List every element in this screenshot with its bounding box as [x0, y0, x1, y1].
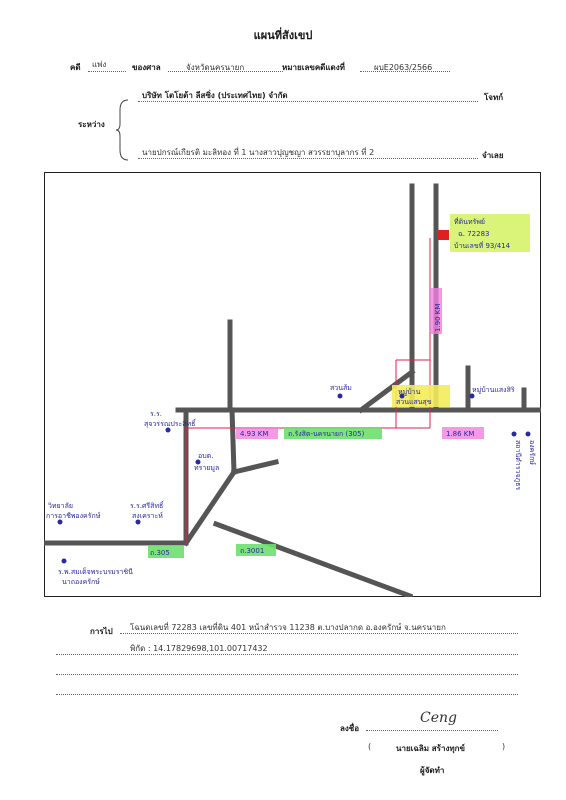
marker-garden [337, 393, 343, 399]
label-district2: ทรายมูล [194, 464, 219, 472]
case-type-line [88, 71, 126, 72]
label-police2: องครักษ์ [528, 440, 536, 465]
label-school3: ร.ร.ศรีสิทธิ์ [130, 500, 165, 510]
defendant-line [138, 158, 478, 159]
marker-school [165, 427, 171, 433]
plaintiff-role: โจทก์ [484, 93, 504, 102]
map-frame [44, 172, 541, 597]
location-text: โฉนดเลขที่ 72283 เลขที่ดิน 401 หน้าสำรวจ… [130, 623, 446, 632]
marker-police [511, 431, 517, 437]
plaintiff-name: บริษัท โตโยต้า ลีสซิ่ง (ประเทศไทย) จำกัด [142, 91, 288, 100]
line-3 [56, 674, 518, 675]
road-branch-c [229, 407, 237, 475]
line-4 [56, 694, 518, 695]
label-hospital: ร.พ.สมเด็จพระบรมราชินี [58, 567, 133, 576]
road-3001-branch [182, 468, 238, 547]
label-road-main: ถ.รังสิต-นครนายก (305) [288, 430, 365, 438]
label-village1-b: สวนแสนสุข [396, 398, 432, 406]
label-village2: หมู่บ้านแสงสิริ [472, 386, 515, 394]
marker-school3 [135, 519, 141, 525]
signature: Ceng [420, 710, 457, 726]
sketch-map: ที่ดินทรัพย์ ฉ. 72283 บ้านเลขที่ 93/414 … [44, 183, 541, 597]
label-garden: สวนส้ม [330, 384, 352, 392]
signer-name: นายเฉลิม สร้างทุกข์ [396, 744, 465, 753]
label-police: สถานีตำรวจภูธร [514, 440, 522, 490]
label-property: ที่ดินทรัพย์ [454, 217, 485, 226]
label-college2: การอาชีพองครักษ์ [46, 512, 101, 520]
label-distance-v: 1.90 KM [434, 304, 442, 332]
distance-l-highlight [236, 427, 278, 439]
label-hospital2: นาถองครักษ์ [62, 578, 100, 586]
defendant-name: นายปกรณ์เกียรติ มะลิทอง ที่ 1 นางสาวปุญช… [142, 148, 375, 157]
label-college: วิทยาลัย [48, 502, 73, 510]
label-distance-r: 1.86 KM [446, 430, 474, 438]
court-name: จังหวัดนครนายก [186, 63, 245, 72]
road-3001 [212, 520, 414, 597]
label-house: บ้านเลขที่ 93/414 [454, 241, 511, 250]
court-name-line [168, 71, 283, 72]
road-3001-highlight [236, 544, 276, 556]
paren-open: ( [368, 742, 372, 751]
property-marker [437, 230, 449, 240]
distance-v-highlight [430, 288, 442, 334]
brace [116, 99, 129, 161]
line-2 [56, 654, 518, 655]
signer-role: ผู้จัดทำ [420, 766, 445, 775]
coord-text: พิกัด : 14.17829698,101.00717432 [130, 644, 268, 653]
distance-r-highlight [442, 427, 484, 439]
road-v6 [357, 368, 416, 414]
label-school3b: สงเคราะห์ [132, 512, 163, 520]
location-label: การไป [90, 627, 113, 636]
label-village1-a: หมู่บ้าน [398, 388, 421, 396]
court-label: ของศาล [132, 63, 161, 72]
marker-hospital [61, 558, 67, 564]
village1-highlight [392, 385, 450, 407]
location-line [120, 633, 518, 634]
sign-line [366, 730, 498, 731]
case-type: แพ่ง [92, 60, 107, 69]
road-main-highlight [284, 427, 382, 439]
case-label: คดี [70, 63, 81, 72]
case-no-line [360, 71, 450, 72]
defendant-role: จำเลย [482, 151, 504, 160]
label-road-3001: ถ.3001 [240, 547, 264, 555]
between-label: ระหว่าง [78, 120, 105, 129]
property-highlight [450, 214, 530, 252]
case-no: ผบE2063/2566 [374, 63, 433, 72]
road-305-highlight [148, 546, 184, 558]
plaintiff-line [138, 101, 478, 102]
label-school: ร.ร. [150, 410, 162, 418]
marker-police2 [525, 431, 531, 437]
label-district: อบต. [198, 452, 213, 460]
page-title: แผนที่สังเขป [253, 29, 313, 42]
label-distance-l: 4.93 KM [240, 430, 268, 438]
road-branch-b [230, 458, 280, 476]
paren-close: ) [502, 742, 506, 751]
marker-college [57, 519, 63, 525]
marker-village1 [399, 393, 405, 399]
label-deed: ฉ. 72283 [458, 230, 490, 238]
marker-village2 [469, 393, 475, 399]
case-no-label: หมายเลขคดีแดงที่ [282, 63, 345, 72]
marker-district [195, 459, 201, 465]
label-road-305: ถ.305 [150, 549, 170, 557]
label-school2: สุจวรรณประสิทธิ์ [144, 418, 197, 428]
sign-label: ลงชื่อ [340, 724, 360, 733]
